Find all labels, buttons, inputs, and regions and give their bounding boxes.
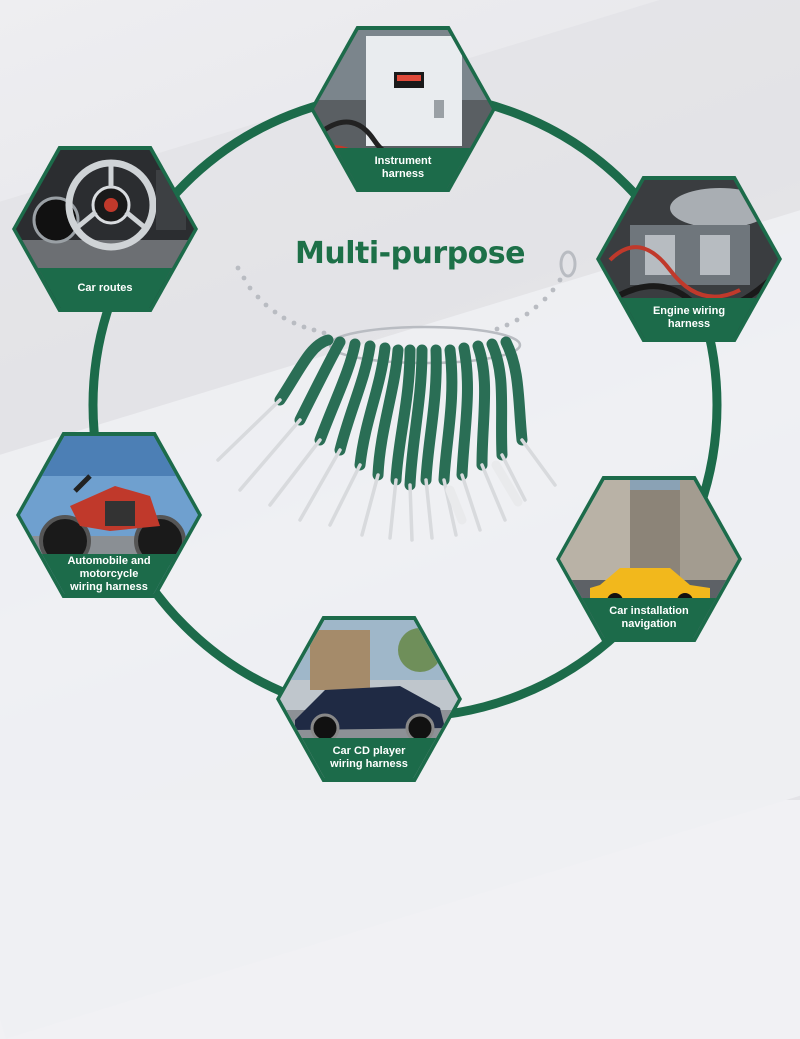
hex-panel-instrument-harness: Instrument harness bbox=[310, 26, 496, 192]
page-title: Multi-purpose bbox=[295, 236, 525, 271]
ball-chain bbox=[235, 265, 563, 336]
removal-pins bbox=[216, 334, 557, 542]
hex-panel-engine-wiring-harness: Engine wiring harness bbox=[596, 176, 782, 342]
terminal-removal-tool-set-icon bbox=[216, 250, 577, 542]
